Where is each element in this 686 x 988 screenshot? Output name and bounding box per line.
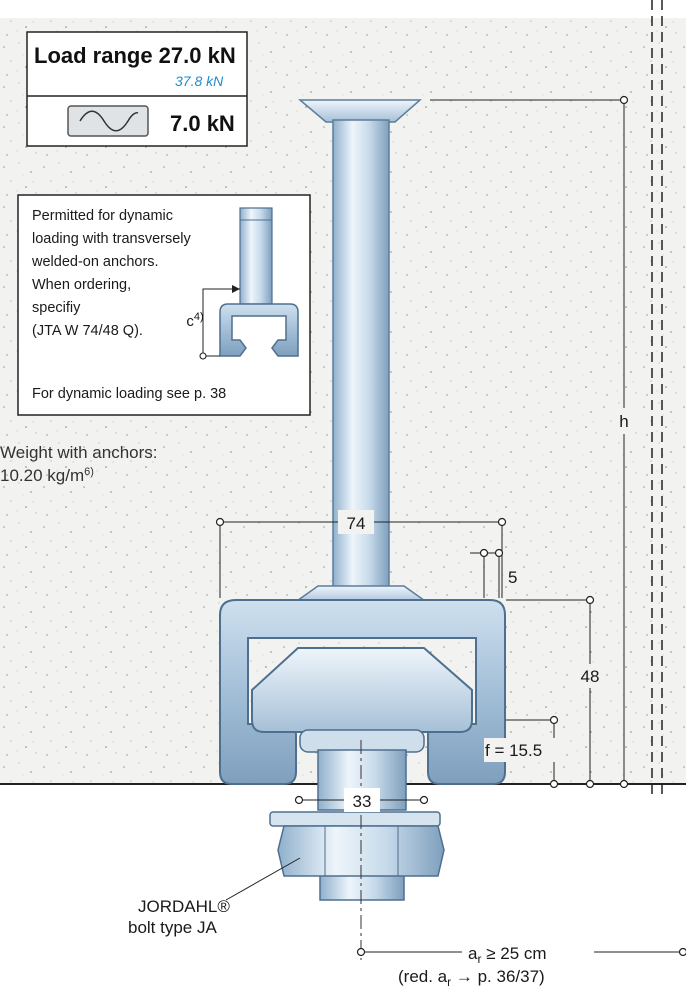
load-range-title: Load range 27.0 kN bbox=[34, 43, 236, 68]
dim-f-node-top bbox=[549, 715, 559, 725]
info-line-1: Permitted for dynamic bbox=[32, 208, 173, 224]
dim-48-node-top bbox=[585, 595, 595, 605]
info-line-6: (JTA W 74/48 Q). bbox=[32, 323, 143, 339]
dim-h-node-bottom bbox=[619, 779, 629, 789]
mini-dim-c-arrow bbox=[232, 285, 240, 293]
dim-f-node-bottom bbox=[549, 779, 559, 789]
dim-74-label-bg bbox=[338, 510, 374, 534]
dim-33-label-bg bbox=[344, 788, 380, 812]
washer bbox=[269, 811, 441, 827]
bolt-head-lower bbox=[299, 729, 425, 753]
dim-33-node-left bbox=[294, 795, 304, 805]
dim-33-node-right bbox=[419, 795, 429, 805]
mini-dim-c-node bbox=[199, 352, 207, 360]
info-line-5: specifiy bbox=[32, 300, 81, 316]
load-range-alt: 37.8 kN bbox=[175, 73, 224, 89]
dim-ar-node-left bbox=[356, 947, 366, 957]
anchor-channel bbox=[219, 599, 506, 785]
bolt-hammer-head bbox=[251, 647, 473, 733]
dim-h-label: h bbox=[619, 412, 628, 431]
mini-channel bbox=[219, 303, 299, 357]
bolt-label-line2: bolt type JA bbox=[128, 918, 217, 937]
dim-5-node-left bbox=[479, 548, 489, 558]
info-line-3: welded-on anchors. bbox=[31, 254, 159, 270]
dim-h-node-top bbox=[619, 95, 629, 105]
mini-dim-c-line bbox=[202, 288, 240, 356]
anchor-head bbox=[297, 99, 422, 123]
load-range-box bbox=[26, 31, 248, 147]
load-range-dynamic: 7.0 kN bbox=[170, 111, 235, 136]
bolt-leader-line bbox=[225, 857, 301, 901]
dim-f-label-bg bbox=[484, 738, 566, 762]
dim-5-label: 5 bbox=[508, 568, 517, 587]
mini-dim-c-label: c4) bbox=[186, 311, 203, 330]
dim-48-node-bottom bbox=[585, 779, 595, 789]
dim-5-node-right bbox=[494, 548, 504, 558]
bolt-label-line1: JORDAHL® bbox=[138, 897, 230, 916]
dim-ar-label-bg bbox=[462, 940, 594, 964]
info-line-2: loading with transversely bbox=[32, 231, 192, 247]
mini-anchor-plate bbox=[239, 207, 273, 305]
dim-ar-reduced-note: (red. ar → p. 36/37) bbox=[398, 967, 545, 988]
dim-48-label: 48 bbox=[581, 667, 600, 686]
dim-33-label: 33 bbox=[353, 792, 372, 811]
dim-f-label: f = 15.5 bbox=[485, 741, 542, 760]
sine-wave-icon bbox=[67, 105, 149, 137]
info-footnote: For dynamic loading see p. 38 bbox=[32, 386, 226, 402]
weight-line-2: 10.20 kg/m6) bbox=[0, 466, 94, 485]
dim-74-node-right bbox=[497, 517, 507, 527]
dim-ar-label: ar ≥ 25 cm bbox=[468, 944, 547, 966]
dim-74-node-left bbox=[215, 517, 225, 527]
dim-48-label-bg bbox=[574, 664, 606, 688]
dim-h-label-bg bbox=[614, 408, 634, 434]
dim-ar-node-right bbox=[678, 947, 686, 957]
info-line-4: When ordering, bbox=[32, 277, 131, 293]
dim-74-label: 74 bbox=[347, 514, 366, 533]
weight-line-1: Weight with anchors: bbox=[0, 443, 157, 462]
